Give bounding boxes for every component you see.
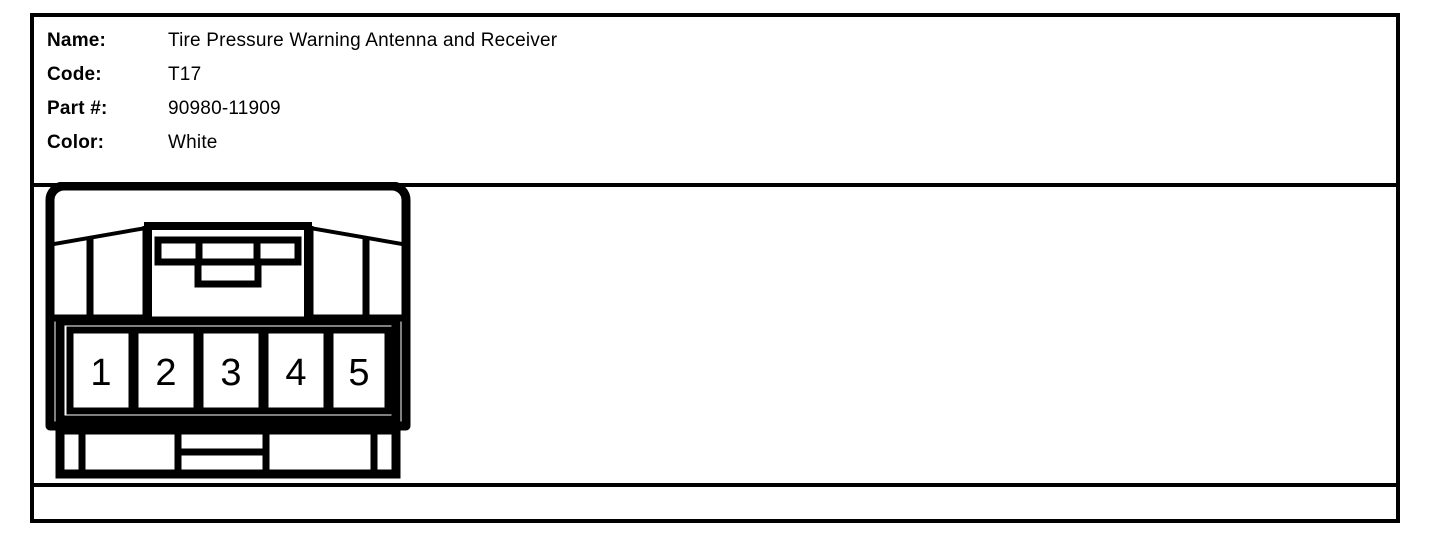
table-row-divider-3 (30, 519, 1400, 523)
spec-row-code: Code: T17 (47, 58, 947, 92)
cavity-label-3: 3 (220, 352, 241, 394)
spec-value-code: T17 (168, 64, 202, 85)
spec-label-name: Name: (47, 30, 107, 51)
cavity-label-2: 2 (155, 352, 176, 394)
spec-row-name: Name: Tire Pressure Warning Antenna and … (47, 24, 947, 58)
spec-row-part-number: Part #: 90980-11909 (47, 92, 947, 126)
right-shoulder-slope (310, 226, 402, 246)
connector-diagram: 1 2 3 4 5 (38, 182, 418, 482)
cavity-label-4: 4 (285, 352, 306, 394)
table-row-divider-1 (30, 183, 1400, 187)
latch-tab (194, 258, 262, 288)
left-shoulder-slope (54, 226, 146, 246)
spec-value-part-number: 90980-11909 (168, 98, 281, 119)
connector-face-svg: 1 2 3 4 5 (45, 182, 411, 479)
spec-value-name: Tire Pressure Warning Antenna and Receiv… (168, 30, 558, 51)
spec-label-code: Code: (47, 64, 102, 85)
cavity-5 (326, 326, 392, 415)
spec-label-part-number: Part #: (47, 98, 108, 119)
spec-label-color: Color: (47, 132, 105, 153)
spec-value-color: White (168, 132, 218, 153)
cavity-2 (131, 326, 201, 415)
cavity-4 (261, 326, 331, 415)
cavity-label-1: 1 (90, 352, 111, 394)
cavity-label-5: 5 (348, 352, 369, 394)
table-row-divider-2 (30, 483, 1400, 487)
specification-block: Name: Tire Pressure Warning Antenna and … (47, 24, 947, 160)
spec-row-color: Color: White (47, 126, 947, 160)
